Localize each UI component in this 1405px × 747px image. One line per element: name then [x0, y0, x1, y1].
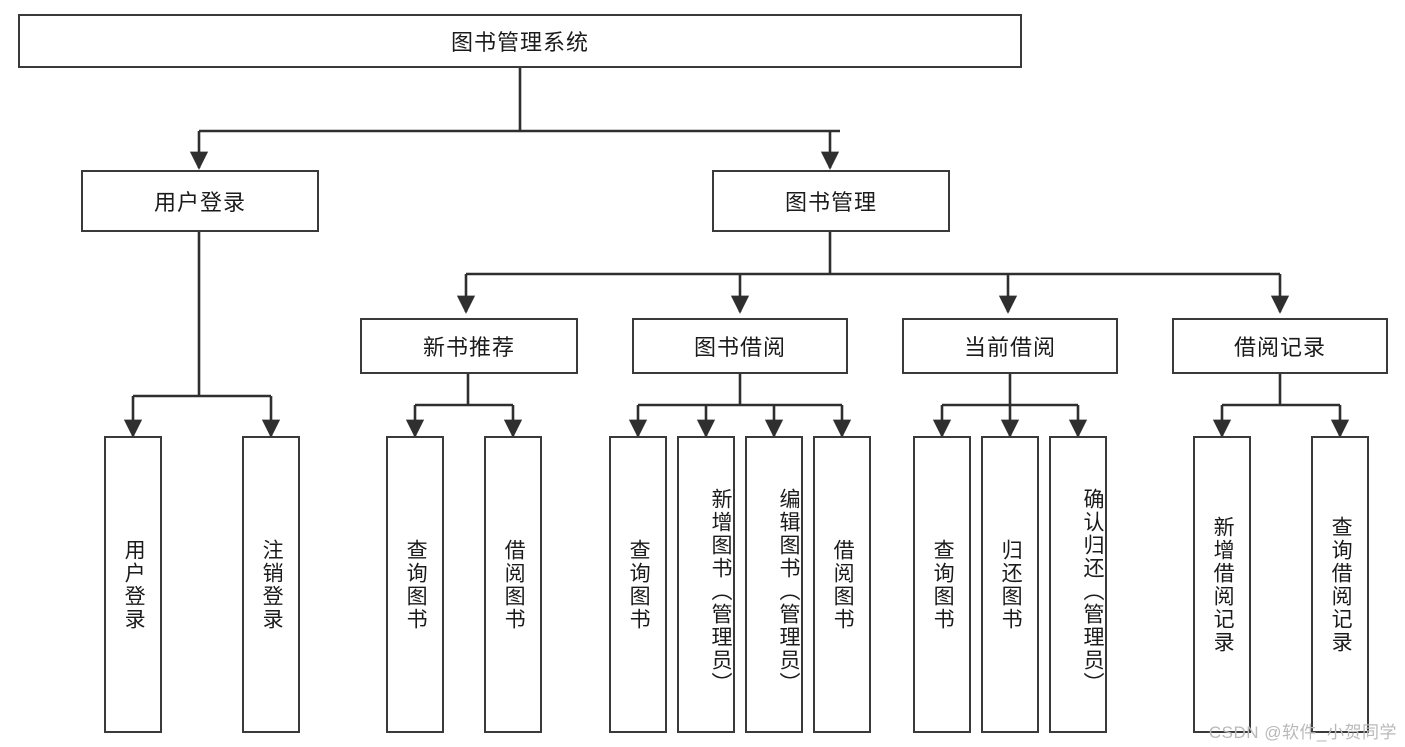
node-label: 归还图书 — [999, 538, 1023, 631]
node-label: 图书借阅 — [693, 335, 786, 360]
node-root-system[interactable]: 图书管理系统 — [18, 14, 1022, 68]
leaf-user-login[interactable]: 用户登录 — [104, 436, 162, 733]
node-label: 注销登录 — [260, 538, 284, 631]
node-label: 图书管理系统 — [450, 30, 589, 55]
leaf-edit-book-admin[interactable]: 编辑图书（管理员） — [745, 436, 803, 733]
node-book-management[interactable]: 图书管理 — [712, 170, 950, 232]
node-label: 查询借阅记录 — [1329, 515, 1353, 654]
leaf-add-book-admin[interactable]: 新增图书（管理员） — [677, 436, 735, 733]
node-label: 图书管理 — [784, 190, 877, 215]
node-label: 编辑图书（管理员） — [777, 488, 800, 695]
leaf-return-book[interactable]: 归还图书 — [981, 436, 1039, 733]
node-current-borrow[interactable]: 当前借阅 — [902, 318, 1118, 374]
node-label: 借阅记录 — [1233, 335, 1326, 360]
leaf-query-book-current[interactable]: 查询图书 — [913, 436, 971, 733]
node-book-borrow[interactable]: 图书借阅 — [632, 318, 848, 374]
node-user-login[interactable]: 用户登录 — [81, 170, 319, 232]
leaf-logout[interactable]: 注销登录 — [242, 436, 300, 733]
node-label: 用户登录 — [153, 190, 246, 215]
node-label: 用户登录 — [122, 538, 146, 631]
leaf-query-book-borrow[interactable]: 查询图书 — [609, 436, 667, 733]
node-label: 借阅图书 — [502, 538, 526, 631]
node-label: 查询图书 — [627, 538, 651, 631]
leaf-query-borrow-record[interactable]: 查询借阅记录 — [1311, 436, 1369, 733]
leaf-add-borrow-record[interactable]: 新增借阅记录 — [1193, 436, 1251, 733]
node-label: 查询图书 — [404, 538, 428, 631]
node-label: 借阅图书 — [831, 538, 855, 631]
node-label: 新书推荐 — [422, 335, 515, 360]
node-label: 当前借阅 — [963, 335, 1056, 360]
node-new-book-recommend[interactable]: 新书推荐 — [360, 318, 578, 374]
node-label: 新增图书（管理员） — [709, 488, 732, 695]
node-label: 新增借阅记录 — [1211, 515, 1235, 654]
watermark: CSDN @软件_小贺同学 — [1208, 723, 1397, 742]
node-label: 查询图书 — [931, 538, 955, 631]
leaf-confirm-return-admin[interactable]: 确认归还（管理员） — [1049, 436, 1107, 733]
leaf-query-book-recommend[interactable]: 查询图书 — [386, 436, 444, 733]
node-label: 确认归还（管理员） — [1081, 488, 1104, 695]
leaf-borrow-book[interactable]: 借阅图书 — [813, 436, 871, 733]
leaf-borrow-book-recommend[interactable]: 借阅图书 — [484, 436, 542, 733]
node-borrow-record[interactable]: 借阅记录 — [1172, 318, 1388, 374]
